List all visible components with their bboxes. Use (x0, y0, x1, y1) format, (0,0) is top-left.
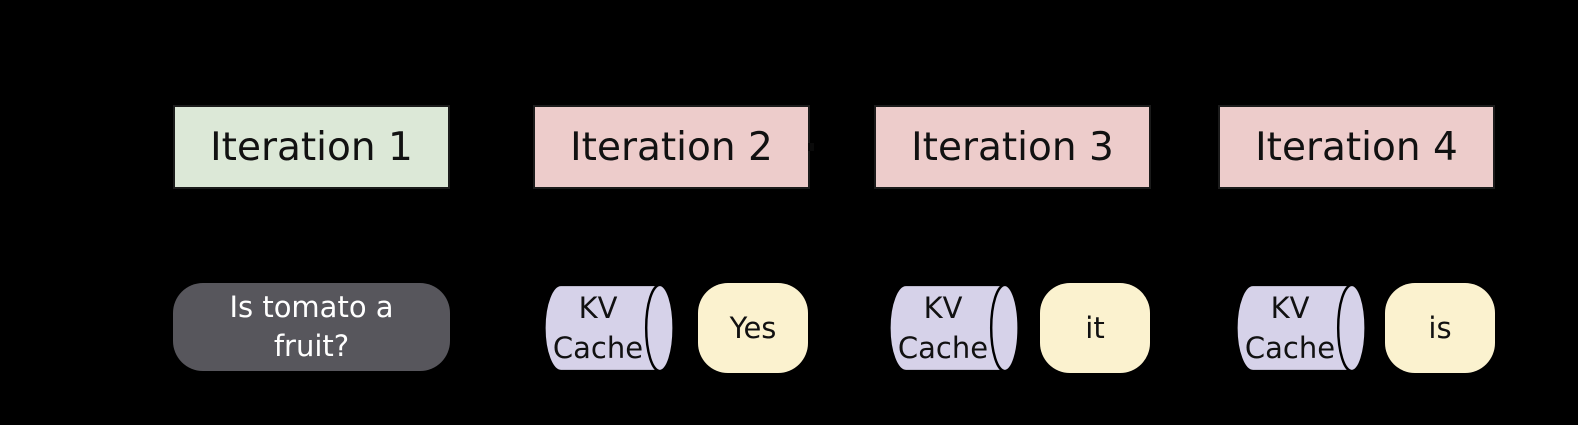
prompt-line-1: Is tomato a (229, 290, 394, 324)
token-box-is: is (1385, 283, 1495, 373)
iteration-4-label: Iteration 4 (1255, 124, 1458, 170)
kv-cache-cylinder-4: KV Cache (1232, 282, 1370, 374)
iteration-2-label: Iteration 2 (570, 124, 773, 170)
kv-cache-label: KV Cache (885, 282, 1023, 374)
prompt-box: Is tomato a fruit? (173, 283, 450, 371)
kv-cache-line-1: KV (923, 291, 963, 325)
kv-cache-line-1: KV (578, 291, 618, 325)
iteration-1-label: Iteration 1 (210, 124, 413, 170)
prompt-line-2: fruit? (273, 329, 350, 363)
cylinder-icon (1235, 283, 1367, 373)
kv-cache-label: KV Cache (1232, 282, 1370, 374)
token-label: it (1085, 311, 1105, 345)
cylinder-icon (543, 283, 675, 373)
kv-cache-line-2: Cache (552, 331, 644, 365)
arrow-tip-artifact (808, 143, 814, 151)
kv-cache-label: KV Cache (540, 282, 678, 374)
kv-cache-line-1: KV (1270, 291, 1310, 325)
iteration-3-box: Iteration 3 (874, 105, 1151, 189)
token-label: is (1428, 311, 1452, 345)
kv-cache-line-2: Cache (1244, 331, 1336, 365)
token-box-yes: Yes (698, 283, 808, 373)
cylinder-icon (888, 283, 1020, 373)
kv-cache-line-2: Cache (897, 331, 989, 365)
token-box-it: it (1040, 283, 1150, 373)
iteration-1-box: Iteration 1 (173, 105, 450, 189)
iteration-3-label: Iteration 3 (911, 124, 1114, 170)
token-label: Yes (729, 311, 777, 345)
iteration-4-box: Iteration 4 (1218, 105, 1495, 189)
kv-cache-cylinder-3: KV Cache (885, 282, 1023, 374)
iteration-2-box: Iteration 2 (533, 105, 810, 189)
kv-cache-cylinder-2: KV Cache (540, 282, 678, 374)
